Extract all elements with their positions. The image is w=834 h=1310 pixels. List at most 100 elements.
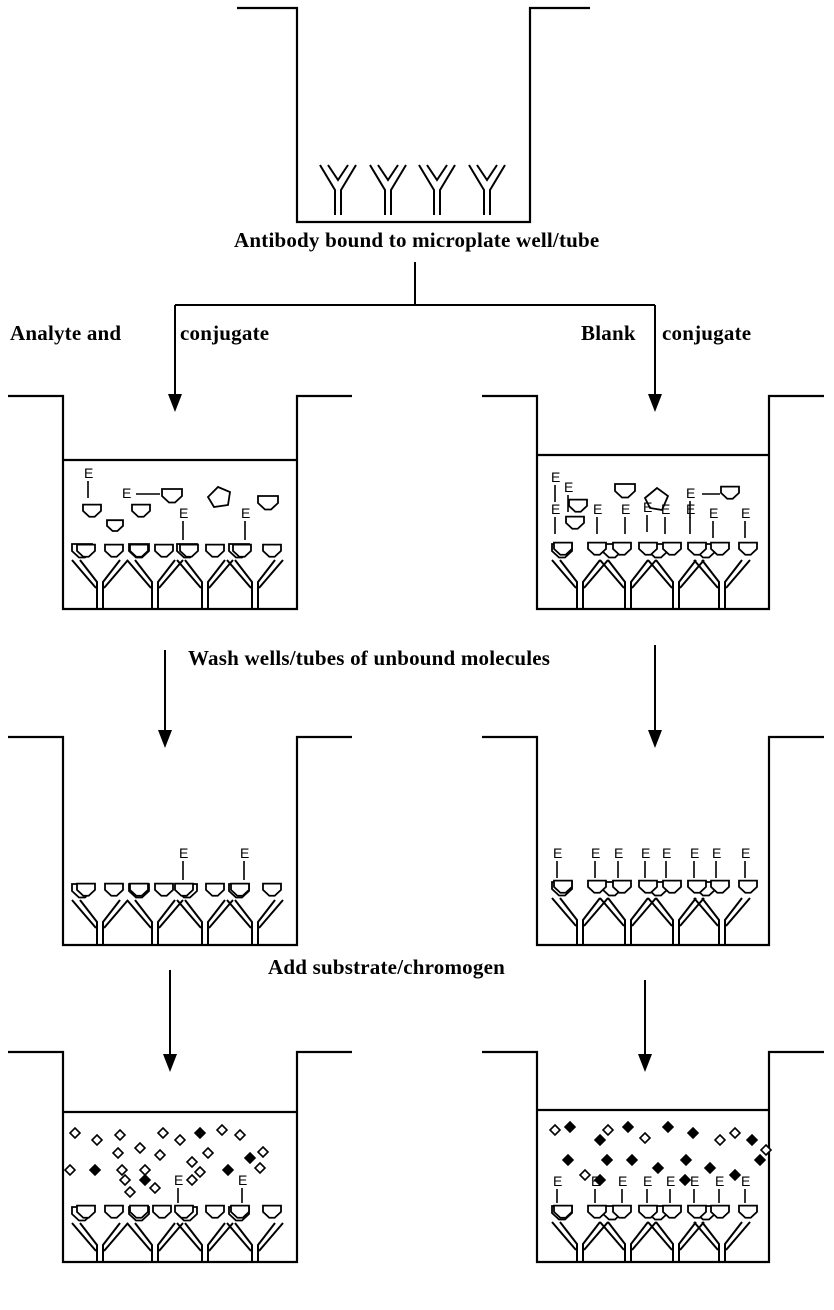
captured-analyte [553, 1204, 573, 1219]
captured-analyte [638, 879, 658, 894]
substrate [185, 1155, 199, 1169]
arrow-right-2-head [648, 730, 662, 748]
captured-analyte [662, 879, 682, 894]
free-analyte [257, 495, 279, 511]
substrate [68, 1126, 82, 1140]
free-analyte [82, 503, 102, 518]
free-analyte [106, 519, 124, 532]
captured-analyte [76, 1204, 96, 1219]
captured-analyte [710, 541, 730, 556]
enzyme-label: E [712, 845, 721, 861]
captured-analyte [129, 543, 149, 558]
substrate [133, 1141, 147, 1155]
substrate [90, 1133, 104, 1147]
substrate [123, 1185, 137, 1199]
arrow-right-3-head [638, 1054, 652, 1072]
plate-antibody-outer [126, 1222, 184, 1252]
substrate [173, 1133, 187, 1147]
enzyme-label: E [551, 469, 560, 485]
wells [8, 6, 824, 1264]
colored-product [88, 1163, 102, 1177]
captured-analyte [612, 541, 632, 556]
captured-analyte [262, 543, 282, 558]
well-contents: EEEEEEEEEEEEEEEEEEEEEEEEEEEEEEEEEEE [63, 164, 773, 1262]
captured-analyte [174, 882, 194, 897]
captured-analyte [587, 1204, 607, 1219]
enzyme-label: E [690, 1173, 699, 1189]
plate-antibody-outer [551, 559, 609, 589]
enzyme-label: E [238, 1172, 247, 1188]
free-analyte [161, 488, 183, 504]
colored-product [563, 1120, 577, 1134]
plate-antibody-outer [599, 897, 657, 927]
captured-analyte [104, 1204, 124, 1219]
enzyme-label: E [662, 845, 671, 861]
plate-antibody [559, 1221, 601, 1262]
plate-antibody [559, 559, 601, 608]
plate-antibody [134, 1222, 176, 1262]
colored-product [593, 1133, 607, 1147]
captured-analyte [154, 543, 174, 558]
colored-product [243, 1151, 257, 1165]
wash-label: Wash wells/tubes of unbound molecules [188, 646, 551, 670]
captured-analyte [76, 882, 96, 897]
enzyme-label: E [591, 845, 600, 861]
colored-product [193, 1126, 207, 1140]
colored-product [561, 1153, 575, 1167]
colored-product [625, 1153, 639, 1167]
enzyme-label: E [240, 845, 249, 861]
captured-analyte [710, 879, 730, 894]
substrate [638, 1131, 652, 1145]
colored-product [728, 1168, 742, 1182]
plate-antibody [701, 1221, 743, 1262]
substrate [759, 1143, 773, 1157]
free-analyte [643, 486, 670, 512]
enzyme-label: E [551, 501, 560, 517]
arrow-left-3-head [163, 1054, 177, 1072]
captured-analyte [152, 1204, 172, 1219]
plate-antibody [655, 897, 697, 944]
captured-analyte [230, 1204, 250, 1219]
plate-antibody-outer [599, 1221, 657, 1251]
top-well [237, 6, 590, 224]
enzyme-label: E [741, 505, 750, 521]
captured-analyte [232, 543, 252, 558]
plate-antibody [79, 1222, 121, 1262]
substrate [156, 1126, 170, 1140]
substrate [113, 1128, 127, 1142]
antibody-inner [476, 164, 498, 182]
free-analyte [568, 498, 588, 513]
add-substrate-label: Add substrate/chromogen [268, 955, 505, 979]
enzyme-label: E [643, 1173, 652, 1189]
enzyme-label: E [241, 505, 250, 521]
plate-antibody-outer [126, 559, 184, 589]
captured-analyte [262, 882, 282, 897]
free-analyte [206, 485, 231, 508]
substrate [728, 1126, 742, 1140]
captured-analyte [174, 1204, 194, 1219]
captured-analyte [205, 543, 225, 558]
captured-analyte [553, 879, 573, 894]
antibody-inner [327, 164, 349, 182]
substrate [193, 1165, 207, 1179]
plate-antibody [79, 559, 121, 608]
plate-antibody-outer [71, 559, 129, 589]
plate-antibody-outer [176, 559, 234, 589]
substrate [256, 1145, 270, 1159]
enzyme-label: E [741, 1173, 750, 1189]
antibody [319, 164, 357, 215]
captured-analyte [76, 543, 96, 558]
well-left-1 [8, 394, 352, 611]
captured-analyte [638, 541, 658, 556]
enzyme-label: E [179, 845, 188, 861]
plate-antibody [701, 559, 743, 608]
colored-product [621, 1120, 635, 1134]
free-analyte [565, 515, 585, 530]
plate-antibody [607, 559, 649, 608]
plate-antibody-outer [551, 1221, 609, 1251]
well-left-3 [8, 1050, 352, 1264]
conjugate-left-label: conjugate [180, 321, 270, 345]
